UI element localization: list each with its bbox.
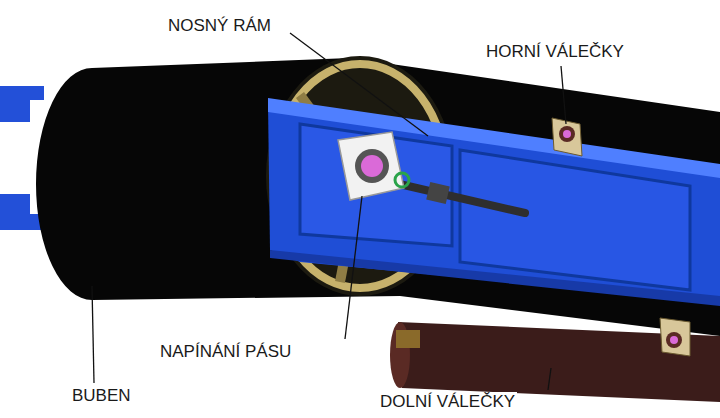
part-label: BUBEN xyxy=(70,386,133,406)
roller-bracket xyxy=(396,330,420,348)
bearing xyxy=(355,149,389,183)
roller-end xyxy=(559,126,575,142)
leader-lines xyxy=(92,33,566,390)
leader-line xyxy=(561,66,566,124)
roller-bracket xyxy=(660,318,690,356)
frame-channel xyxy=(300,124,452,246)
roller-end xyxy=(666,332,682,348)
lower-roller xyxy=(398,322,720,402)
roller-axle xyxy=(670,336,678,344)
roller-bracket xyxy=(552,118,582,156)
part-label: HORNÍ VÁLEČKY xyxy=(484,42,626,62)
tension-rod xyxy=(395,183,525,213)
tension-nut xyxy=(426,182,450,204)
bearing-bracket xyxy=(338,132,404,200)
part-label: DOLNÍ VÁLEČKY xyxy=(378,392,517,412)
frame-channel xyxy=(460,150,690,290)
roller-axle xyxy=(563,130,571,138)
frame-clip xyxy=(0,86,44,122)
part-label: NOSNÝ RÁM xyxy=(166,16,273,36)
lock-ring xyxy=(395,173,409,187)
leader-line xyxy=(548,368,551,390)
shaft xyxy=(361,155,383,177)
leader-line xyxy=(92,286,94,383)
frame-bottom xyxy=(270,250,720,306)
leader-line xyxy=(290,33,428,136)
leader-line xyxy=(345,196,362,339)
part-label: NAPÍNÁNÍ PÁSU xyxy=(158,342,293,362)
